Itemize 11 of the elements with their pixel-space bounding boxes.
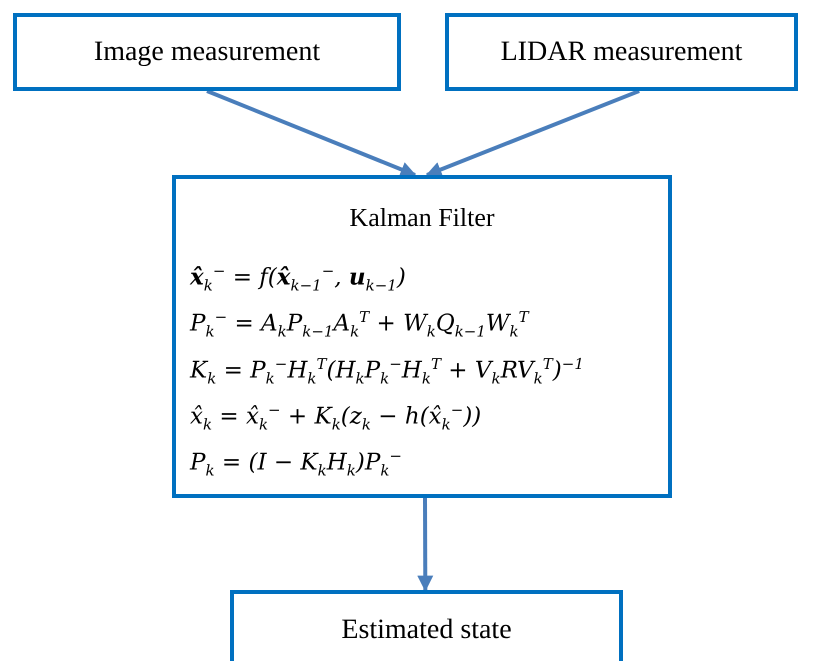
equation: x̂$_{k}$ = x̂$_{k}$$^{−}$ + K$_{k}$(z$_{k}$ − h(x̂$_{k}$$^{−}$)) xyxy=(190,400,482,435)
process-box: Image measurement xyxy=(13,13,401,91)
process-box: Estimated state xyxy=(230,590,623,661)
arrow xyxy=(426,89,640,178)
equation: x̂$_{k}$$^{−}$ = f(x̂$_{k−1}$$^{−}$, u$_{k−1}$) xyxy=(190,261,407,296)
arrow xyxy=(206,89,416,178)
equation: K$_{k}$ = P$_{k}$$^{−}$H$_{k}$$^{T}$(H$_{k}$P$_{k}$$^{−}$H$_{k}$$^{T}$ + V$_{k}$RV$_{k}$$^{T}$)$^{−1}$ xyxy=(190,354,585,389)
filter-box xyxy=(172,175,672,498)
arrow xyxy=(417,498,434,592)
box-title: Kalman Filter xyxy=(348,203,496,233)
process-box: LIDAR measurement xyxy=(445,13,798,91)
